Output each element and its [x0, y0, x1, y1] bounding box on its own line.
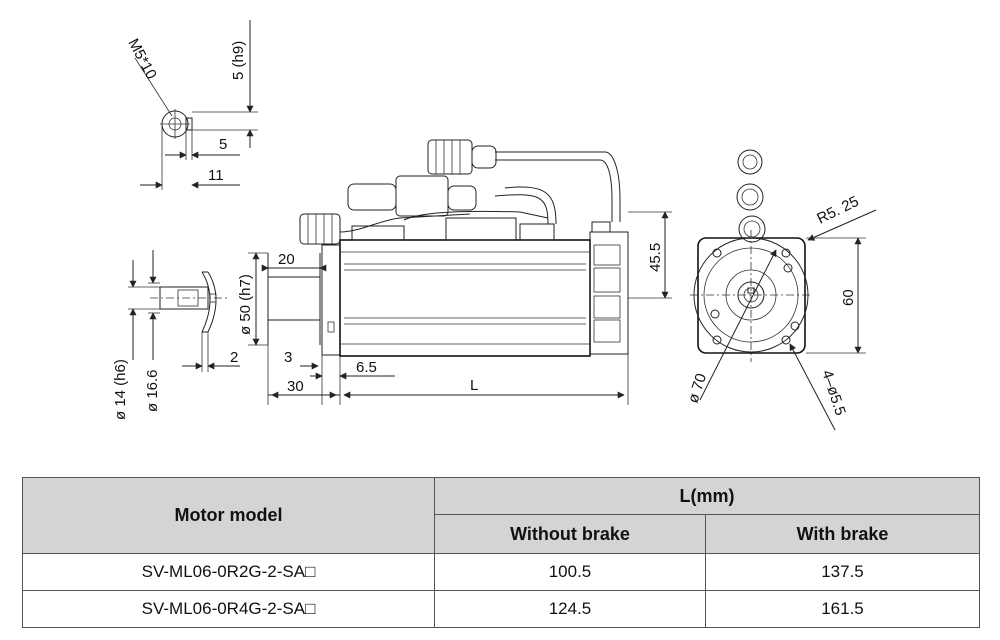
header-length: L(mm)	[434, 477, 980, 515]
front-view-dimensions	[699, 209, 877, 431]
header-with-brake: With brake	[705, 514, 980, 554]
body-length-label: L	[470, 377, 478, 394]
shaft-length-20-label: 20	[278, 251, 295, 268]
pilot-depth-label: 3	[284, 349, 292, 366]
table-row: SV-ML06-0R4G-2-SA□ 124.5 161.5	[22, 590, 980, 628]
flange-square-label: 60	[840, 289, 857, 306]
motor-side-view	[150, 139, 629, 357]
key-height-label: 5 (h9)	[230, 41, 247, 80]
motor-front-view	[690, 149, 812, 362]
connector-height-label: 45.5	[647, 243, 664, 272]
shaft-length-30-label: 30	[287, 378, 304, 395]
cell-model: SV-ML06-0R4G-2-SA□	[22, 590, 435, 628]
shaft-step-diameter-label: ø 16.6	[144, 369, 161, 412]
thread-label: M5*10	[124, 36, 159, 82]
motor-dimension-drawing: M5*10 5 (h9) 5 11	[112, 20, 877, 431]
cell-without-brake: 124.5	[434, 590, 706, 628]
cell-model: SV-ML06-0R2G-2-SA□	[22, 553, 435, 591]
flange-gap-label: 2	[230, 349, 238, 366]
motor-length-table: Motor model L(mm) Without brake With bra…	[22, 477, 980, 628]
cell-with-brake: 137.5	[705, 553, 980, 591]
pilot-diameter-label: ø 50 (h7)	[237, 274, 254, 335]
table-row: SV-ML06-0R2G-2-SA□ 100.5 137.5	[22, 553, 980, 591]
bolt-circle-label: ø 70	[685, 371, 710, 405]
shaft-end-detail	[134, 20, 258, 190]
key-width-label: 5	[219, 136, 227, 153]
cell-without-brake: 100.5	[434, 553, 706, 591]
shaft-diameter-label: ø 14 (h6)	[112, 359, 129, 420]
header-without-brake: Without brake	[434, 514, 706, 554]
side-view-dimensions	[128, 211, 672, 405]
header-motor-model: Motor model	[22, 477, 435, 554]
corner-radius-label: R5. 25	[814, 193, 861, 228]
cell-with-brake: 161.5	[705, 590, 980, 628]
mount-holes-label: 4–ø5.5	[818, 368, 849, 418]
flange-thickness-label: 6.5	[356, 359, 377, 376]
shaft-key-length-label: 11	[208, 167, 224, 184]
